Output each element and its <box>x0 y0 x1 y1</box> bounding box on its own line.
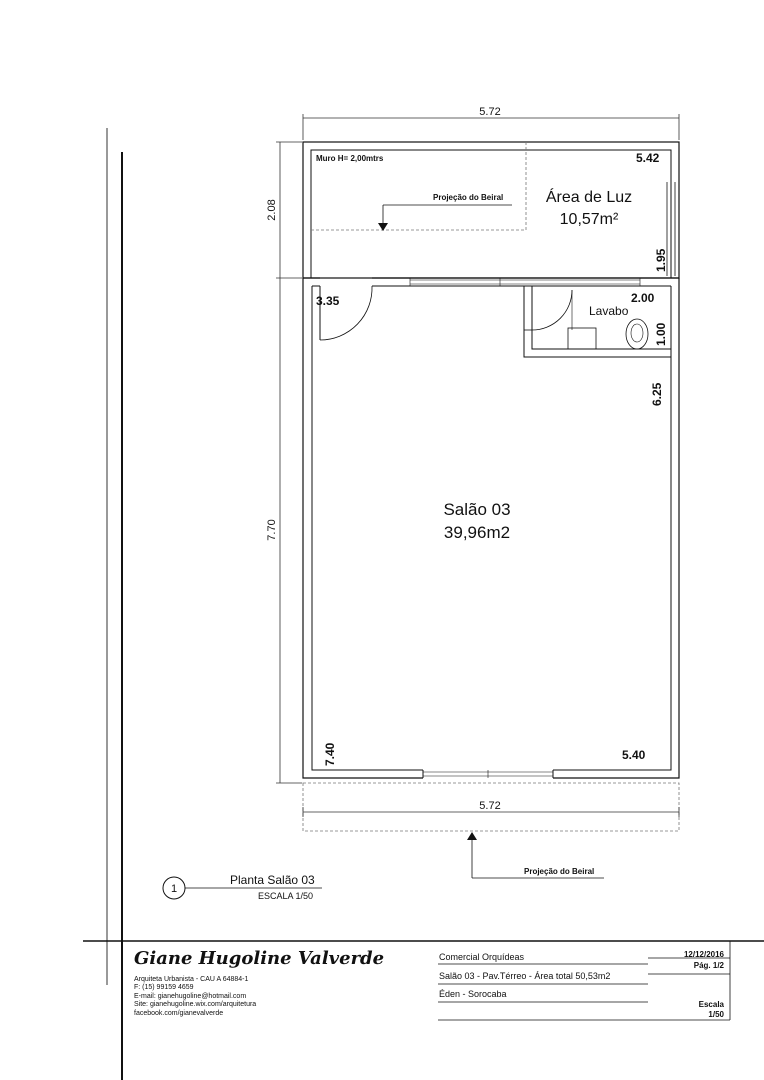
lavabo-width: 2.00 <box>631 291 655 305</box>
eave-projection-top: Projeção do Beiral <box>378 193 512 231</box>
project-date: 12/12/2016 <box>683 950 724 959</box>
eave-projection-bottom-label: Projeção do Beiral <box>524 867 594 876</box>
salon-dim-left-bottom: 7.40 <box>323 742 337 766</box>
salon-walls <box>302 277 680 779</box>
salon-dim-bottom: 5.40 <box>622 748 646 762</box>
sink-icon <box>567 327 597 350</box>
view-title-text: Planta Salão 03 <box>230 873 315 887</box>
contact-line: F: (15) 99159 4659 <box>134 984 194 992</box>
light-area-area: 10,57m² <box>560 211 619 228</box>
toilet-icon <box>625 318 649 350</box>
light-area-name: Área de Luz <box>546 187 632 206</box>
lavabo-depth: 1.00 <box>654 322 668 346</box>
lavabo-name: Lavabo <box>589 304 629 318</box>
dimension-left: 2.08 7.70 <box>266 141 302 784</box>
dimension-bottom-label: 5.72 <box>479 800 500 812</box>
dimension-light-area-depth: 2.08 <box>266 199 278 220</box>
salon-dim-right: 6.25 <box>650 382 664 406</box>
dimension-top: 5.72 <box>302 106 680 140</box>
scale-value: 1/50 <box>708 1010 724 1019</box>
contact-line: facebook.com/gianevalverde <box>134 1009 224 1017</box>
lavabo-room <box>523 286 671 358</box>
view-title: 1 Planta Salão 03 ESCALA 1/50 <box>162 873 322 901</box>
scale-label: Escala <box>698 1000 724 1009</box>
view-number: 1 <box>171 883 177 895</box>
dimension-top-label: 5.72 <box>479 106 500 118</box>
contact-line: Arquiteta Urbanista - CAU A 64884-1 <box>134 976 249 983</box>
salon-area: 39,96m2 <box>444 523 510 542</box>
eave-projection-bottom: 5.72 Projeção do Beiral <box>302 782 680 879</box>
project-name: Comercial Orquídeas <box>439 952 525 962</box>
architect-name: Giane Hugoline Valverde <box>134 948 385 969</box>
page-number: Pág. 1/2 <box>693 961 724 970</box>
salon-dim-left-top: 3.35 <box>316 294 340 308</box>
view-scale: ESCALA 1/50 <box>258 891 313 901</box>
salon-name: Salão 03 <box>443 500 510 519</box>
eave-projection-top-label: Projeção do Beiral <box>433 193 503 202</box>
dimension-salon-depth: 7.70 <box>266 519 278 540</box>
project-description: Salão 03 - Pav.Térreo - Área total 50,53… <box>439 971 611 981</box>
light-area-depth: 1.95 <box>654 248 668 272</box>
architect-contact: Arquiteta Urbanista - CAU A 64884-1 F: (… <box>134 976 256 1018</box>
contact-line: E-mail: gianehugoline@hotmail.com <box>134 992 247 1000</box>
light-area-width: 5.42 <box>636 151 660 165</box>
wall-height-note: Muro H= 2,00mtrs <box>316 154 384 163</box>
project-location: Éden - Sorocaba <box>439 989 507 999</box>
contact-line: Site: gianehugoline.wix.com/arquitetura <box>134 1001 257 1009</box>
title-block-lines <box>438 941 731 1021</box>
